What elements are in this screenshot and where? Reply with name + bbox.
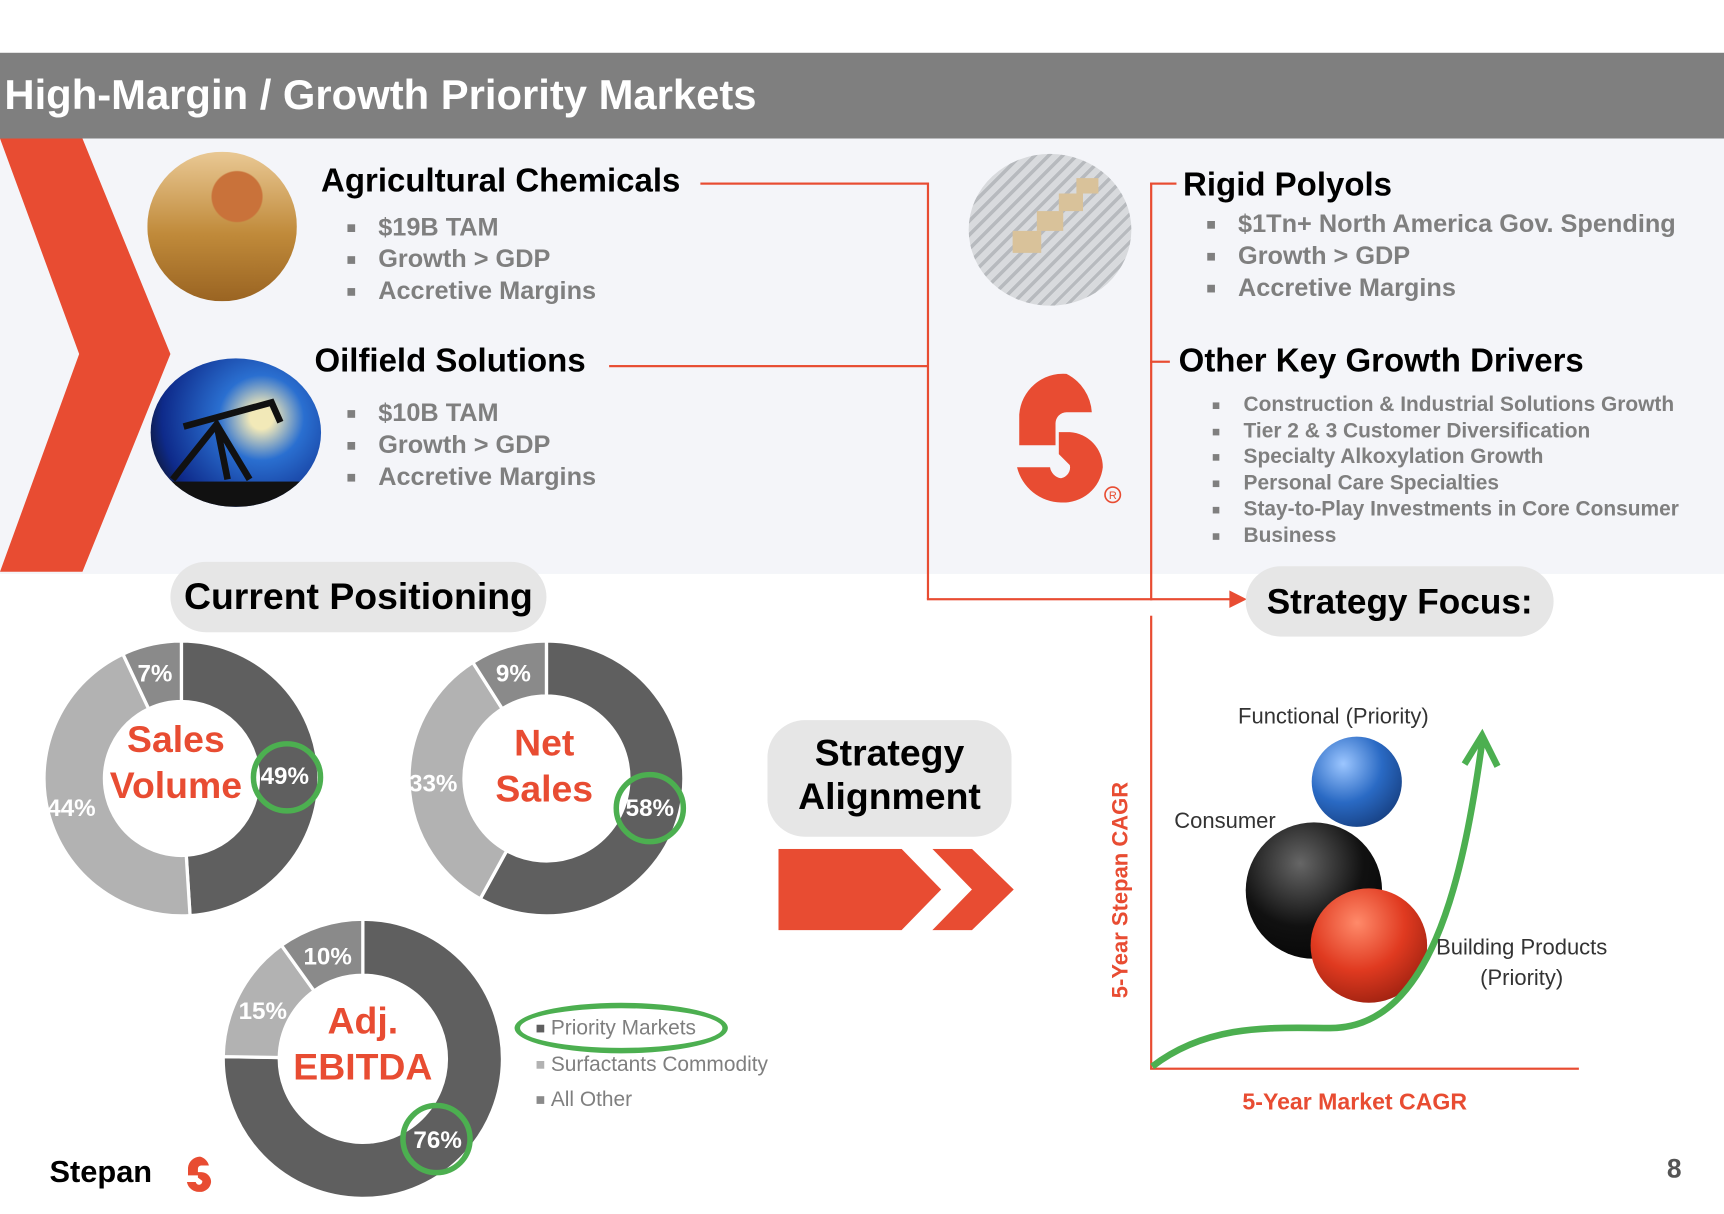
label-net-sales-other: 9% bbox=[495, 659, 531, 688]
arrowhead-icon bbox=[1229, 590, 1247, 609]
strategy-focus-label: Strategy Focus: bbox=[1245, 566, 1554, 637]
heading-rigid-polyols: Rigid Polyols bbox=[1183, 167, 1393, 204]
farmer-photo bbox=[147, 151, 297, 302]
oil-bullets: $10B TAM Growth > GDP Accretive Margins bbox=[347, 397, 596, 493]
bullet: Accretive Margins bbox=[347, 275, 596, 307]
growth-curve-arrow-icon bbox=[1150, 728, 1501, 1070]
connector-line bbox=[926, 182, 929, 600]
x-axis bbox=[1150, 1067, 1579, 1070]
bullet: Specialty Alkoxylation Growth bbox=[1212, 445, 1679, 471]
connector-line bbox=[1150, 182, 1177, 185]
y-axis-label: 5-Year Stepan CAGR bbox=[1108, 781, 1134, 999]
bullet: $19B TAM bbox=[347, 211, 596, 243]
label-sales-volume-other: 7% bbox=[137, 659, 173, 688]
donut-slice-net-sales-2 bbox=[470, 639, 549, 712]
legend-highlight-ellipse bbox=[514, 1002, 728, 1054]
footer-brand: Stepan bbox=[49, 1154, 153, 1189]
current-positioning-label: Current Positioning bbox=[170, 561, 547, 633]
heading-agricultural-chemicals: Agricultural Chemicals bbox=[321, 162, 681, 200]
label-sales-volume-surfactants: 44% bbox=[47, 793, 96, 822]
legend-item-priority: Priority Markets bbox=[536, 1017, 696, 1041]
donut-slice-sales-volume-1 bbox=[42, 651, 192, 918]
y-axis bbox=[1150, 615, 1152, 1069]
bullet: Tier 2 & 3 Customer Diversification bbox=[1212, 419, 1679, 445]
title-line: Adj. bbox=[327, 1000, 399, 1043]
legend-label: Priority Markets bbox=[550, 1017, 696, 1041]
connector-line bbox=[1150, 360, 1170, 363]
bullet: Stay-to-Play Investments in Core Consume… bbox=[1212, 497, 1679, 523]
bullet: Accretive Margins bbox=[1207, 272, 1676, 304]
highlight-circle bbox=[250, 741, 324, 814]
bullet: Growth > GDP bbox=[347, 429, 596, 461]
svg-text:R: R bbox=[1109, 490, 1117, 502]
page-number: 8 bbox=[1666, 1154, 1682, 1185]
donut-slice-sales-volume-0 bbox=[179, 639, 321, 918]
oil-pump-photo bbox=[150, 358, 322, 507]
highlight-circle bbox=[400, 1102, 473, 1176]
label-line: (Priority) bbox=[1480, 966, 1564, 991]
bullet: Growth > GDP bbox=[1207, 240, 1676, 272]
heading-other-growth-drivers: Other Key Growth Drivers bbox=[1178, 343, 1584, 380]
label-line: Building Products bbox=[1436, 935, 1608, 960]
bullet: Accretive Margins bbox=[347, 461, 596, 493]
page-title: High-Margin / Growth Priority Markets bbox=[4, 72, 757, 119]
roof-photo bbox=[968, 153, 1132, 306]
legend-swatch bbox=[536, 1096, 545, 1105]
ag-bullets: $19B TAM Growth > GDP Accretive Margins bbox=[347, 211, 596, 307]
title-bar: High-Margin / Growth Priority Markets bbox=[0, 52, 1724, 139]
bullet: Construction & Industrial Solutions Grow… bbox=[1212, 393, 1679, 419]
title-line: EBITDA bbox=[293, 1046, 433, 1089]
legend-item-surfactants: Surfactants Commodity bbox=[536, 1053, 768, 1077]
title-line: Sales bbox=[127, 719, 225, 761]
title-line: Net bbox=[514, 722, 575, 765]
x-axis-label: 5-Year Market CAGR bbox=[1242, 1089, 1468, 1115]
highlight-circle bbox=[613, 771, 687, 845]
label-ebitda-surfactants: 15% bbox=[238, 997, 288, 1025]
title-line: Volume bbox=[109, 765, 243, 808]
bullet: Personal Care Specialties bbox=[1212, 471, 1679, 497]
donut-slice-net-sales-1 bbox=[407, 660, 509, 902]
connector-line bbox=[1150, 182, 1152, 601]
heading-oilfield-solutions: Oilfield Solutions bbox=[314, 343, 586, 380]
bubble-label-consumer: Consumer bbox=[1174, 809, 1276, 834]
donut-title-adj-ebitda: Adj.EBITDA bbox=[264, 998, 462, 1090]
bullet: $10B TAM bbox=[347, 397, 596, 429]
functional-bubble bbox=[1311, 736, 1402, 827]
connector-line bbox=[609, 365, 928, 367]
donut-charts bbox=[42, 639, 686, 1201]
legend-swatch bbox=[536, 1061, 545, 1070]
label-line: Alignment bbox=[798, 776, 981, 819]
label-line: Strategy bbox=[814, 732, 965, 775]
stepan-logo-icon: R bbox=[1017, 373, 1122, 504]
donut-slice-net-sales-0 bbox=[477, 639, 686, 918]
legend-swatch bbox=[536, 1025, 545, 1033]
legend-label: Surfactants Commodity bbox=[550, 1053, 768, 1077]
donut-slice-adj-ebitda-2 bbox=[279, 917, 365, 994]
connector-line bbox=[926, 598, 1235, 600]
footer-logo-icon bbox=[186, 1156, 212, 1192]
legend-item-other: All Other bbox=[536, 1088, 633, 1113]
double-arrow-icon bbox=[778, 848, 1014, 931]
bullet: $1Tn+ North America Gov. Spending bbox=[1207, 208, 1676, 240]
polyol-bullets: $1Tn+ North America Gov. Spending Growth… bbox=[1207, 208, 1676, 304]
label-net-sales-surfactants: 33% bbox=[409, 769, 458, 798]
bubble-label-building: Building Products (Priority) bbox=[1432, 932, 1612, 994]
title-line: Sales bbox=[495, 768, 594, 811]
connector-line bbox=[700, 182, 928, 185]
growth-driver-bullets: Construction & Industrial Solutions Grow… bbox=[1212, 393, 1679, 549]
legend-label: All Other bbox=[550, 1088, 633, 1112]
bubble-label-functional: Functional (Priority) bbox=[1238, 704, 1429, 729]
bullet: Growth > GDP bbox=[347, 243, 596, 275]
chevron-arrow-icon bbox=[0, 138, 171, 572]
label-ebitda-other: 10% bbox=[303, 942, 352, 970]
bullet-continuation: Business bbox=[1212, 523, 1679, 549]
donut-slice-sales-volume-2 bbox=[120, 639, 184, 712]
